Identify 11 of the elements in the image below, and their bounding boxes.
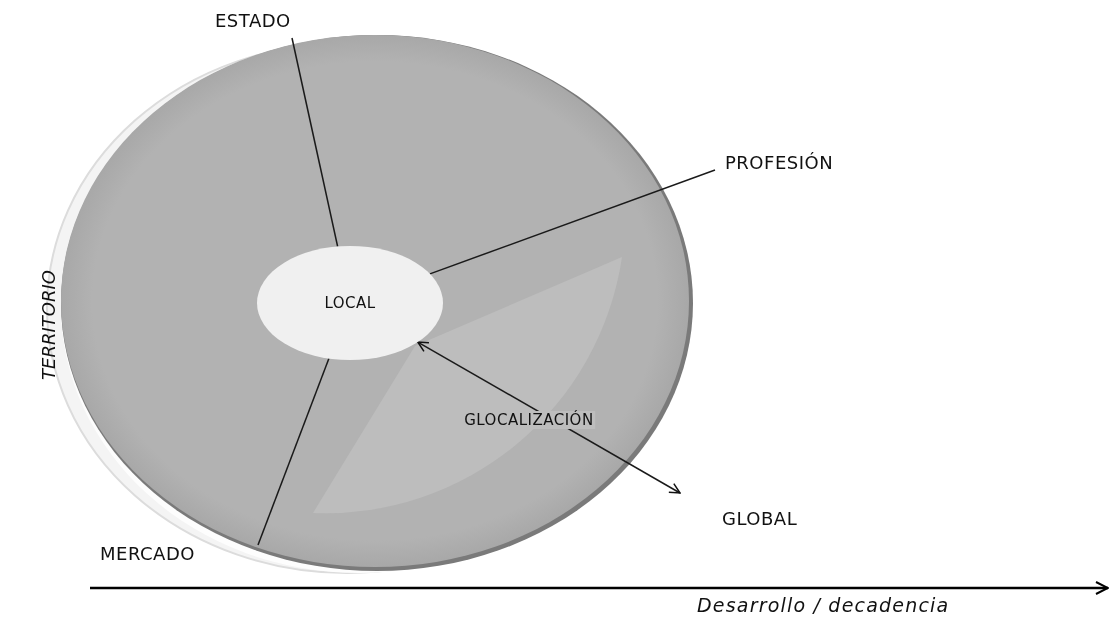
term-label: PROFESIÓN xyxy=(725,152,834,173)
node-label: LOCAL xyxy=(324,294,376,312)
arrow xyxy=(417,341,681,494)
connector-line xyxy=(291,37,339,248)
vertical-label: TERRITORIO xyxy=(37,270,59,380)
axis-label: Desarrollo / decadencia xyxy=(697,594,950,616)
connector-line xyxy=(429,169,716,275)
term-label: MERCADO xyxy=(100,543,195,564)
term-label: GLOBAL xyxy=(722,508,798,529)
connector-line xyxy=(257,357,330,546)
term-label: ESTADO xyxy=(215,10,291,31)
